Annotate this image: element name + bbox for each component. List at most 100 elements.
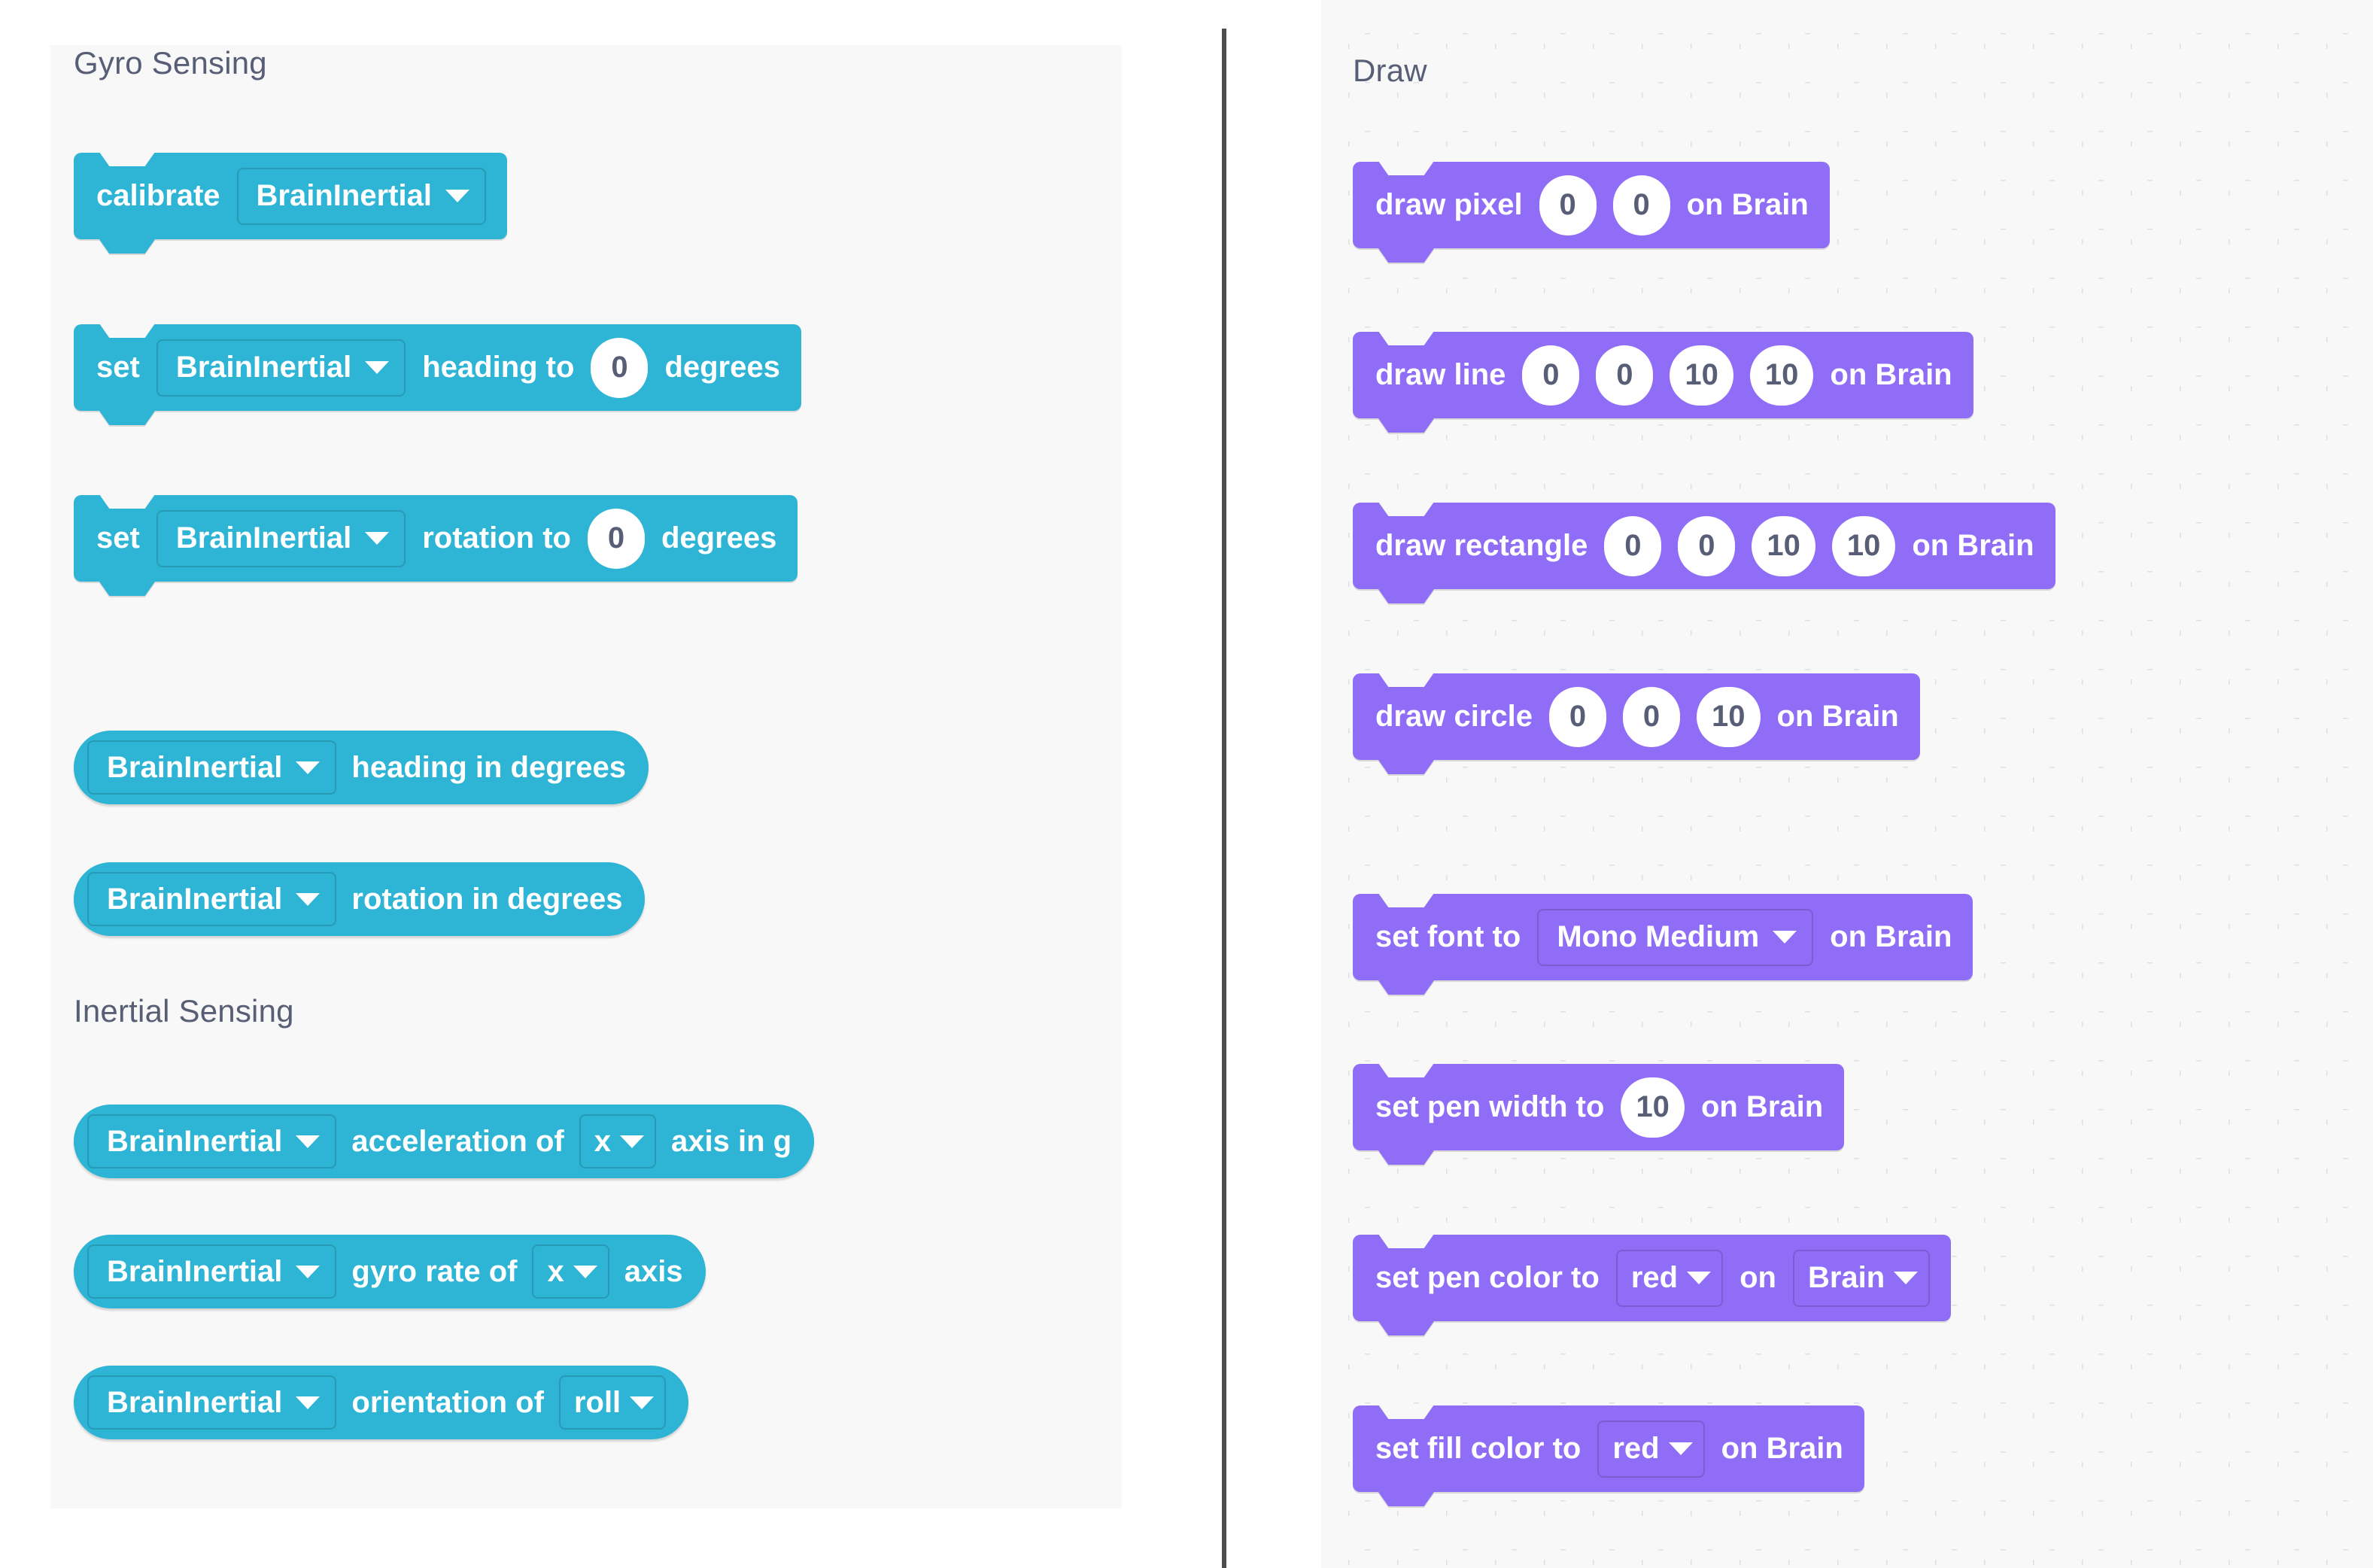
chevron-down-icon [630,1396,655,1409]
block-label: axis [624,1254,683,1288]
chevron-down-icon [619,1135,644,1148]
chevron-down-icon [445,190,469,202]
chevron-down-icon [1668,1442,1693,1455]
dropdown-device[interactable]: BrainInertial [87,872,337,926]
number-input-x2[interactable]: 10 [1670,345,1733,406]
block-label: draw rectangle [1375,529,1588,562]
block-draw-line[interactable]: draw line 0 0 10 10 on Brain [1353,332,1973,418]
number-input-x[interactable]: 0 [1604,515,1662,576]
block-label: orientation of [351,1385,544,1419]
dropdown-axis[interactable]: x [579,1114,656,1168]
block-set-rotation-to[interactable]: set BrainInertial rotation to 0 degrees [74,495,798,582]
dropdown-value: BrainInertial [107,1254,283,1288]
chevron-down-icon [296,761,321,774]
block-label: calibrate [96,179,220,212]
block-rotation-in-degrees[interactable]: BrainInertial rotation in degrees [74,862,646,936]
chevron-down-icon [1687,1272,1712,1284]
block-label: draw pixel [1375,188,1523,221]
block-label: on Brain [1700,1090,1824,1123]
block-label: set fill color to [1375,1432,1581,1465]
block-label: set pen width to [1375,1090,1605,1123]
section-header-gyro-sensing: Gyro Sensing [74,45,267,81]
dropdown-device[interactable]: BrainInertial [87,1375,337,1430]
dropdown-device[interactable]: Brain [1792,1249,1931,1307]
dropdown-value: red [1612,1432,1660,1465]
block-label: set pen color to [1375,1261,1600,1294]
dropdown-value: BrainInertial [175,521,352,555]
dropdown-value: BrainInertial [107,1385,283,1419]
number-input-pen-width[interactable]: 10 [1621,1077,1685,1138]
block-label: on Brain [1776,700,1899,733]
dropdown-device[interactable]: BrainInertial [156,509,406,567]
dropdown-value: BrainInertial [256,179,432,212]
chevron-down-icon [296,1135,321,1148]
block-set-heading-to[interactable]: set BrainInertial heading to 0 degrees [74,324,801,411]
block-heading-in-degrees[interactable]: BrainInertial heading in degrees [74,731,649,804]
number-input-y2[interactable]: 10 [1749,345,1814,406]
block-label: draw line [1375,358,1506,391]
section-header-draw: Draw [1353,53,1427,88]
number-input-degrees[interactable]: 0 [591,337,649,398]
chevron-down-icon [365,361,390,374]
number-input-y[interactable]: 0 [1678,515,1736,576]
dropdown-device[interactable]: BrainInertial [156,339,406,397]
block-draw-pixel[interactable]: draw pixel 0 0 on Brain [1353,162,1830,248]
dropdown-fill-color[interactable]: red [1597,1420,1705,1478]
block-label: heading to [422,351,575,384]
block-label: on Brain [1912,529,2034,562]
draw-palette-panel [1321,0,2373,1568]
block-label: set [96,521,140,555]
block-draw-rectangle[interactable]: draw rectangle 0 0 10 10 on Brain [1353,503,2055,589]
block-label: on Brain [1686,188,1809,221]
dropdown-value: Brain [1807,1261,1885,1294]
block-set-fill-color-to[interactable]: set fill color to red on Brain [1353,1405,1864,1492]
number-input-x[interactable]: 0 [1539,175,1597,236]
block-set-font-to[interactable]: set font to Mono Medium on Brain [1353,894,1973,980]
block-label: rotation to [422,521,571,555]
chevron-down-icon [365,532,390,545]
block-label: draw circle [1375,700,1533,733]
number-input-x[interactable]: 0 [1549,686,1607,747]
dropdown-value: Mono Medium [1557,920,1760,953]
dropdown-value: x [547,1254,564,1288]
block-draw-circle[interactable]: draw circle 0 0 10 on Brain [1353,673,1920,760]
dropdown-device[interactable]: BrainInertial [87,740,337,795]
block-calibrate-braininertial[interactable]: calibrate BrainInertial [74,153,507,239]
block-label: set [96,351,140,384]
dropdown-device[interactable]: BrainInertial [236,167,486,225]
number-input-degrees[interactable]: 0 [587,508,645,569]
chevron-down-icon [296,1265,321,1278]
number-input-height[interactable]: 10 [1831,515,1896,576]
number-input-y[interactable]: 0 [1623,686,1681,747]
dropdown-orientation[interactable]: roll [558,1375,667,1430]
block-label: on Brain [1830,358,1952,391]
chevron-down-icon [296,892,321,906]
dropdown-device[interactable]: BrainInertial [87,1244,337,1299]
block-gyro-rate-of-axis[interactable]: BrainInertial gyro rate of x axis [74,1235,706,1308]
number-input-y[interactable]: 0 [1612,175,1670,236]
block-label: degrees [661,521,777,555]
block-label: gyro rate of [351,1254,518,1288]
block-label: axis in g [670,1124,792,1158]
panel-divider [1222,29,1226,1568]
dropdown-pen-color[interactable]: red [1615,1249,1724,1307]
dropdown-value: roll [573,1385,621,1419]
block-label: degrees [664,351,780,384]
number-input-y1[interactable]: 0 [1596,345,1654,406]
block-label: acceleration of [351,1124,564,1158]
block-label: rotation in degrees [351,882,623,916]
section-header-inertial-sensing: Inertial Sensing [74,993,294,1029]
dropdown-axis[interactable]: x [532,1244,609,1299]
dropdown-device[interactable]: BrainInertial [87,1114,337,1168]
block-set-pen-width-to[interactable]: set pen width to 10 on Brain [1353,1064,1845,1150]
number-input-width[interactable]: 10 [1752,515,1815,576]
block-orientation-of[interactable]: BrainInertial orientation of roll [74,1366,689,1439]
block-set-pen-color-to[interactable]: set pen color to red on Brain [1353,1235,1952,1321]
dropdown-value: BrainInertial [175,351,352,384]
block-acceleration-of-axis[interactable]: BrainInertial acceleration of x axis in … [74,1105,815,1178]
number-input-radius[interactable]: 10 [1697,686,1761,747]
number-input-x1[interactable]: 0 [1522,345,1580,406]
dropdown-font[interactable]: Mono Medium [1537,908,1814,966]
block-label: heading in degrees [351,750,626,784]
